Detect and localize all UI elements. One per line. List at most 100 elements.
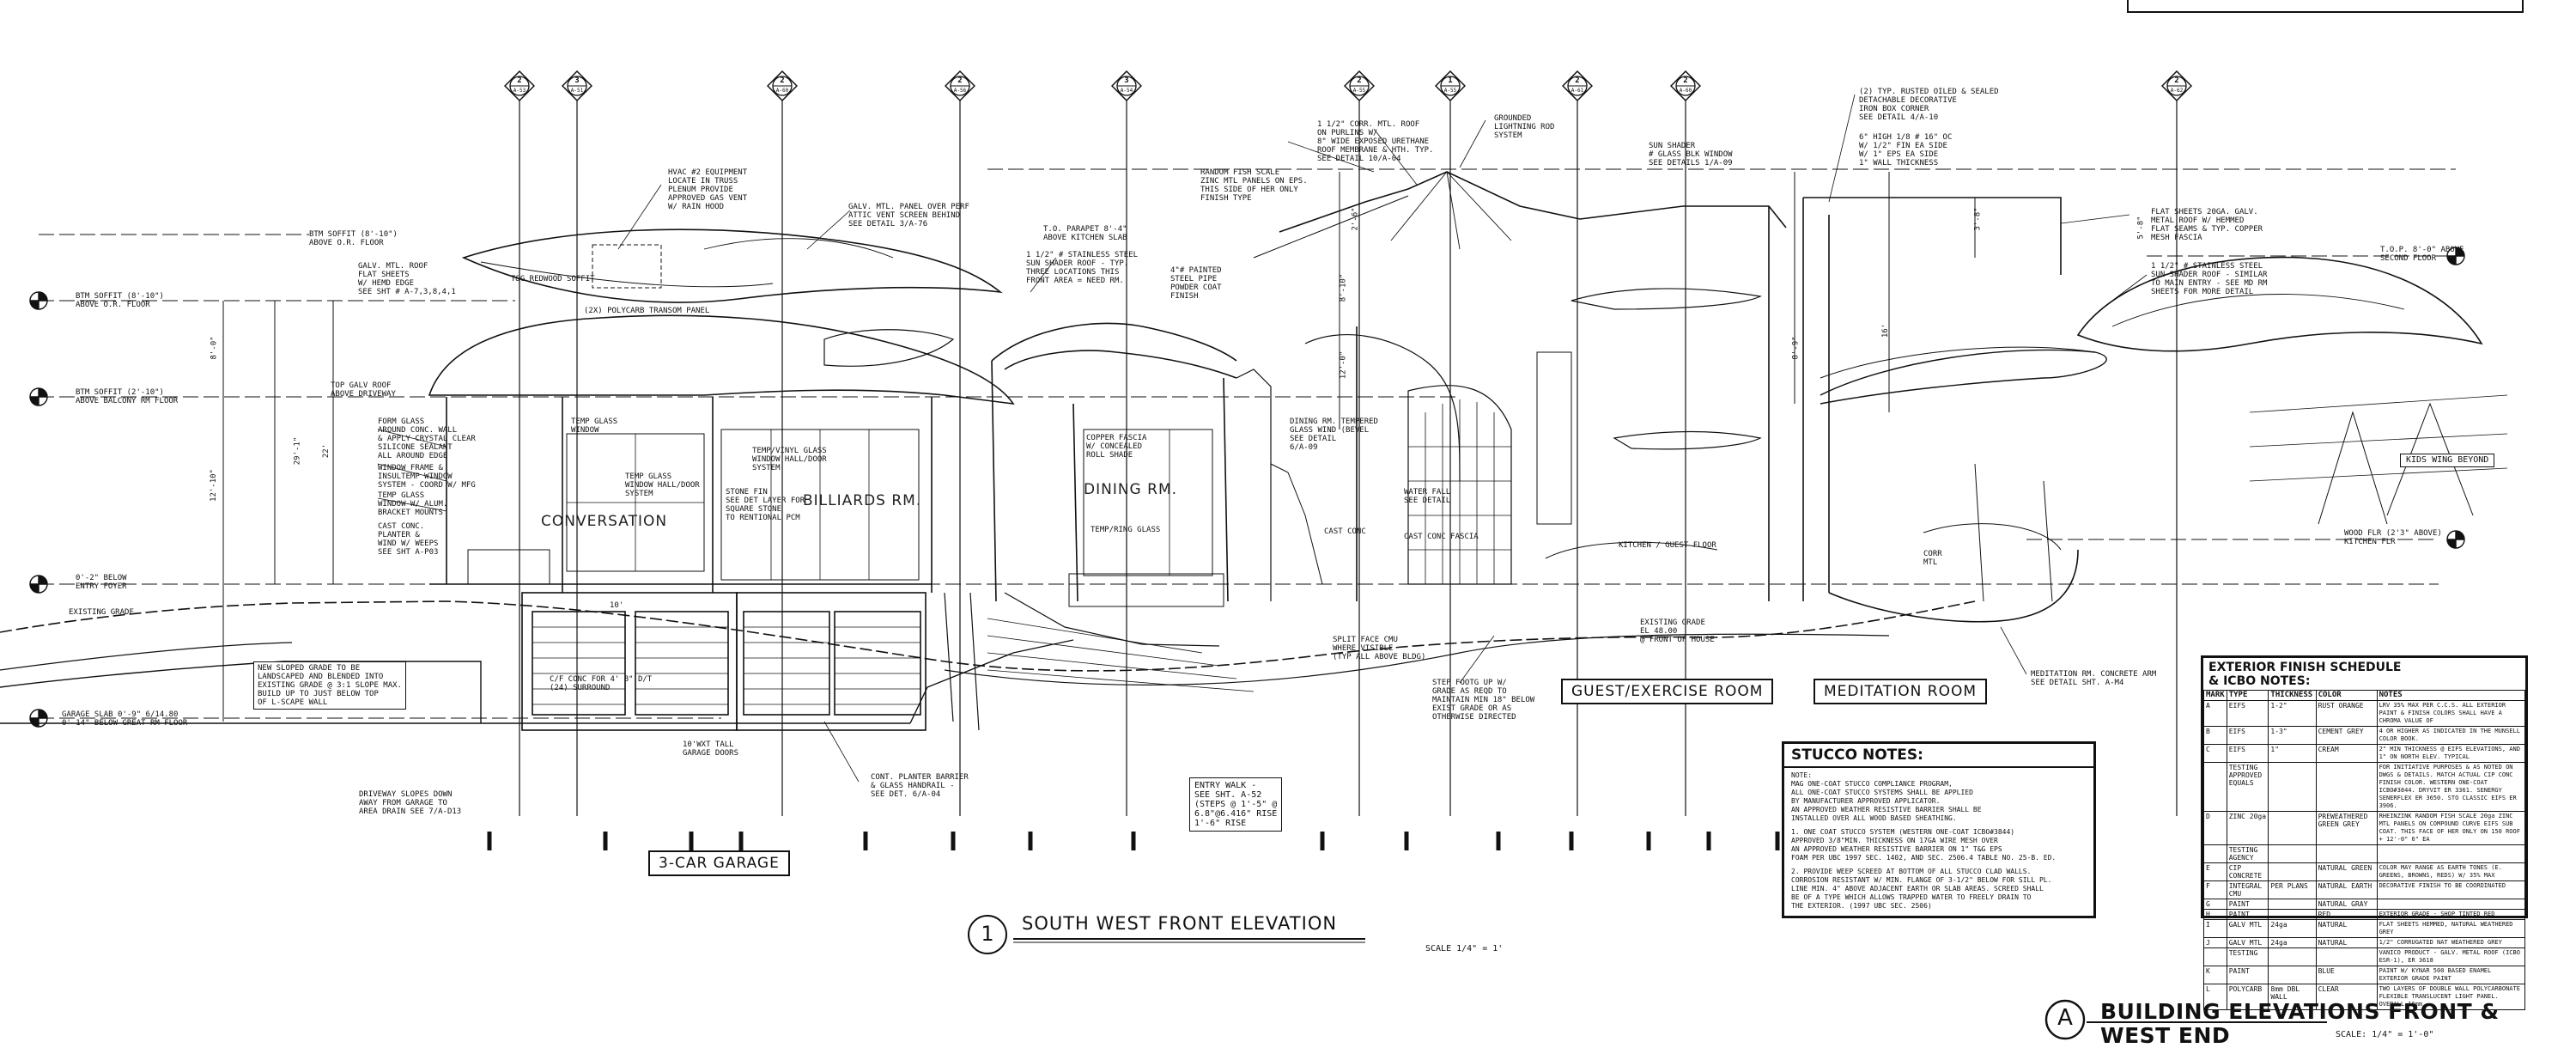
callout-note: EXISTING GRADE EL 48.00 @ FRONT OF HOUSE (1640, 618, 1715, 644)
table-cell: GALV MTL (2226, 937, 2269, 948)
table-cell: RHEINZINK RANDOM FISH SCALE 20ga ZINC MT… (2376, 811, 2526, 845)
callout-note: GALV. MTL. ROOF FLAT SHEETS W/ HEMD EDGE… (358, 262, 456, 296)
level-mark: BTM SOFFIT (8'-10") ABOVE O.R. FLOOR (309, 230, 398, 247)
section-marker-sheet: A-53 (513, 88, 526, 94)
dimension-text: 8'-10" (1339, 273, 1348, 302)
table-cell: DECORATIVE FINISH TO BE COORDINATED (2376, 880, 2526, 899)
callout-note: C/F CONC FOR 4' 8" D/T (24) SURROUND (550, 675, 653, 692)
table-cell: NATURAL GREEN (2315, 862, 2378, 881)
table-cell: POLYCARB (2226, 984, 2269, 1010)
callout-note: CAST CONC FASCIA (1404, 533, 1479, 541)
table-cell (2315, 947, 2378, 966)
callout-note: TEMP GLASS WINDOW W/ ALUM. BRACKET MOUNT… (378, 491, 448, 517)
level-mark: BTM SOFFIT (2'-10") ABOVE BALCONY RM FLO… (76, 388, 179, 405)
callout-note: CAST CONC (1324, 527, 1366, 536)
table-cell: K (2203, 966, 2227, 984)
table-cell (2315, 844, 2378, 863)
entry-walk-note: ENTRY WALK - SEE SHT. A-52 (STEPS @ 1'-5… (1189, 777, 1283, 832)
callout-note: RANDOM FISH SCALE ZINC MTL PANELS ON EPS… (1200, 168, 1308, 203)
room-tag: GUEST/EXERCISE ROOM (1561, 679, 1774, 704)
finish-schedule-subtitle: & ICBO NOTES: (2208, 674, 2311, 688)
table-cell (2268, 811, 2317, 845)
stucco-note-line: THE EXTERIOR. (1997 UBC SEC. 2506) (1791, 902, 1932, 910)
callout-note: SPLIT FACE CMU WHERE VISIBLE (TYP ALL AB… (1333, 636, 1426, 661)
table-header-cell: NOTES (2376, 690, 2526, 701)
table-cell: TESTING APPROVED EQUALS (2226, 762, 2269, 812)
table-cell: 1/2" CORRUGATED NAT WEATHERED GREY (2376, 937, 2526, 948)
section-marker-sheet: A-55 (1352, 88, 1366, 94)
west-wing (428, 228, 1015, 593)
title-marker: A (2057, 1005, 2073, 1031)
table-cell: CREAM (2315, 744, 2378, 763)
table-cell: G (2203, 899, 2227, 910)
stucco-note-line: BY MANUFACTURER APPROVED APPLICATOR. (1791, 797, 1941, 805)
callout-note: T&G REDWOOD SOFFIT (511, 275, 595, 283)
callout-note: T.O. PARAPET 8'-4" ABOVE KITCHEN SLAB (1043, 225, 1127, 242)
callout-note: TEMP GLASS WINDOW (571, 417, 618, 435)
callout-note: COPPER FASCIA W/ CONCEALED ROLL SHADE (1086, 434, 1147, 460)
section-marker-sheet: A-54 (1120, 88, 1133, 94)
table-cell: H (2203, 909, 2227, 920)
table-cell: E (2203, 862, 2227, 881)
room-label: DINING RM. (1084, 481, 1178, 498)
table-cell: CEMENT GREY (2315, 726, 2378, 745)
table-cell: 1" (2268, 744, 2317, 763)
view-title: SOUTH WEST FRONT ELEVATION (1022, 913, 1338, 934)
section-marker-number: 1 (1448, 76, 1453, 85)
callout-note: CAST CONC. PLANTER & WIND W/ WEEPS SEE S… (378, 522, 439, 557)
table-cell (2268, 899, 2317, 910)
callout-note: 6" HIGH 1/8 # 16" OC W/ 1/2" FIN EA SIDE… (1859, 133, 1953, 168)
table-cell: BLUE (2315, 966, 2378, 984)
table-cell: TESTING AGENCY (2226, 844, 2269, 863)
table-cell: PAINT W/ KYNAR 500 BASED ENAMEL EXTERIOR… (2376, 966, 2526, 984)
section-marker-number: 2 (1575, 76, 1580, 85)
callout-note: 1 1/2" # STAINLESS STEEL SUN SHADER ROOF… (2151, 262, 2268, 296)
room-label: KIDS WING BEYOND (2400, 454, 2495, 467)
table-cell: D (2203, 811, 2227, 845)
table-cell: RED (2315, 909, 2378, 920)
stucco-note-line: ALL ONE-COAT STUCCO SYSTEMS SHALL BE APP… (1791, 789, 1973, 796)
callout-note: WINDOW FRAME & INSULTEMP WINDOW SYSTEM -… (378, 464, 476, 490)
dimension-text: 8'-0" (210, 336, 219, 360)
section-marker-sheet: A-60 (1679, 88, 1692, 94)
dimension-text: 8'-9" (1791, 336, 1801, 360)
table-cell (2203, 947, 2227, 966)
table-row: TESTING AGENCY (2203, 844, 2526, 863)
callout-note: TOP GALV ROOF ABOVE DRIVEWAY (331, 381, 396, 399)
sheet-title-line1: BUILDING ELEVATIONS FRONT & (2100, 999, 2500, 1024)
dimension-text: 12'-0" (1339, 350, 1348, 380)
level-mark: 0'-2" BELOW ENTRY FOYER (76, 574, 127, 591)
section-marker-sheet: A-62 (2170, 88, 2184, 94)
table-header-cell: TYPE (2226, 690, 2269, 701)
table-cell (2268, 947, 2317, 966)
callout-note: TEMP/VINYL GLASS WINDOW HALL/DOOR SYSTEM (752, 447, 827, 472)
stucco-note-line: AN APPROVED WEATHER RESISTIVE BARRIER SH… (1791, 806, 1982, 813)
table-cell: 24ga (2268, 937, 2317, 948)
section-marker-number: 2 (2174, 76, 2179, 85)
table-cell: 2" MIN THICKNESS @ EIFS ELEVATIONS, AND … (2376, 744, 2526, 763)
table-cell: A (2203, 700, 2227, 727)
table-cell: TESTING (2226, 947, 2269, 966)
table-cell (2268, 966, 2317, 984)
section-marker-sheet: A-51 (570, 88, 584, 94)
table-cell (2203, 762, 2227, 812)
table-cell (2268, 862, 2317, 881)
dimension-text: 10' (610, 601, 624, 610)
stucco-note-line: CORROSION RESISTANT W/ MIN. FLANGE OF 3-… (1791, 876, 2052, 884)
stucco-note-line: INSTALLED OVER ALL WOOD BASED SHEATHING. (1791, 814, 1957, 822)
callout-note: KITCHEN / GUEST FLOOR (1619, 541, 1716, 550)
stucco-notes-title: STUCCO NOTES: (1784, 744, 2093, 768)
dimension-text: 5'-8" (2136, 216, 2146, 240)
